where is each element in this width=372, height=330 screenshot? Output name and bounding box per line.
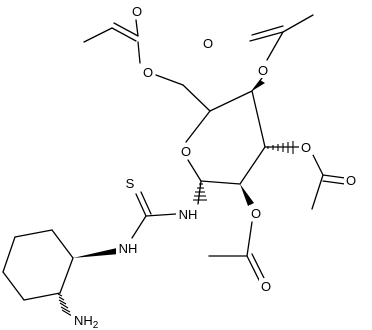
bond-carbonyl-double-c4-a [249,31,284,42]
atom-o-ring: O [181,144,191,159]
bond-cy-c1-c2 [59,257,74,294]
bond-carbonyl-ch2oac-ester-o [137,41,141,64]
bond-carbonyl-c3-methyl [311,174,324,210]
hash-c1-nh [193,183,207,201]
bond-carbonyl-double-ch2oac-b [113,22,139,37]
bond-carbonyl-double-c3-b [322,180,346,185]
bond-ch2-c5 [182,84,211,112]
bond-cy-c4-c5 [2,236,16,273]
bond-ring-o-c5 [185,110,211,143]
bond-c2-c1 [200,180,241,185]
bond-ester-ch2oac-to-carbonyl-o [135,19,139,37]
wedge-c4-o [252,80,265,91]
bond-thiocarbonyl-double-s-a [135,193,147,217]
bond-carbonyl-c4-ester-o [266,31,284,61]
atom-o-carbonyl-c3: O [346,173,356,188]
bond-cy-c6-c1 [51,229,74,259]
bond-carbonyl-double-c2-a [246,255,261,283]
atom-s-thiourea: S [126,176,135,191]
bond-carbonyl-double-c4-b [251,25,284,36]
bond-nh-thiocarbonyl [145,213,177,217]
atom-o-ester-c4: O [258,63,268,78]
atom-o-ester-ch2oac: O [143,65,153,80]
bond-c3-c2 [239,146,266,185]
hash-c3-o [267,141,294,154]
wedge-c2-o [240,184,254,206]
bond-methyl-carbonyl-c4 [282,14,314,33]
bond-thiocarbonyl-double-s-b [140,191,152,215]
bond-ester-o-carbonyl-c3 [312,154,324,176]
atom-nh2-amine: NH2 [74,313,99,330]
atom-o-ester-c3: O [301,140,311,155]
bond-c4-c3 [251,90,266,148]
bond-carbonyl-double-c2-b [251,253,266,281]
atom-o-carbonyl-c4: O [203,36,213,51]
atom-o-carbonyl-ch2oac: O [132,4,142,19]
atom-nh-cyclohexyl: NH [119,241,138,256]
wedge-cy-c1-nh [73,248,119,258]
bond-c5-c4 [209,90,253,112]
bond-cy-c2-c3 [23,292,61,301]
bond-thiocarbonyl-nh-cyclohexyl [131,215,147,239]
atom-labels: O O O O O O O O O S NH NH NH2 [71,3,358,330]
bond-ester-o-carbonyl-c2 [246,221,253,257]
bond-carbonyl-double-c3-a [322,174,346,179]
hash-cy-c2-nh2 [57,293,73,317]
atom-nh-anomeric: NH [179,207,198,222]
bond-c1-ring-o [187,159,202,182]
stereo-bonds [57,80,294,317]
bonds [2,14,346,301]
bond-cy-c5-c6 [14,229,53,238]
bond-cy-c3-c4 [2,271,25,301]
bond-methyl-carbonyl-ch2oac [83,27,113,43]
atom-o-carbonyl-c2: O [261,279,271,294]
bond-ester-o-ch2 [155,74,184,86]
bond-carbonyl-double-ch2oac-a [111,27,137,42]
atom-o-ester-c2: O [251,206,261,221]
